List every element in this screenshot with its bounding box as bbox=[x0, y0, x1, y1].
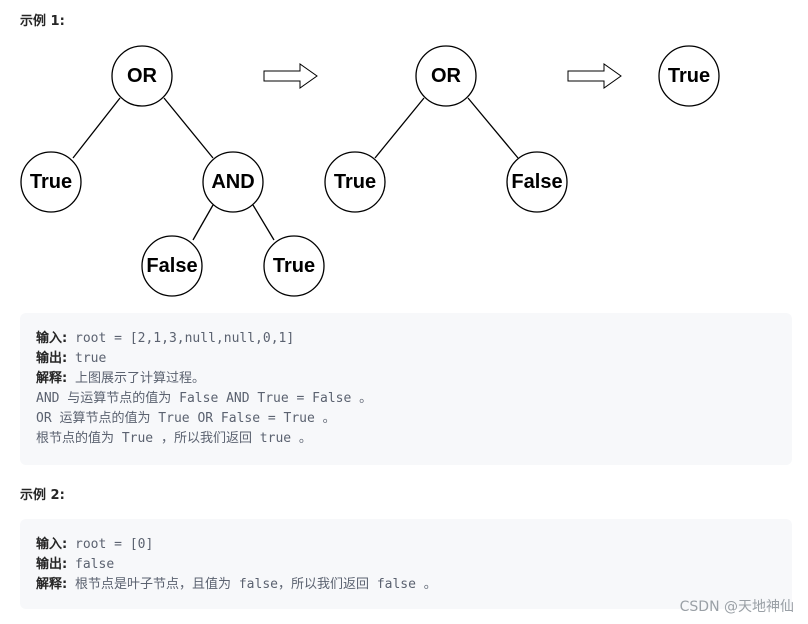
output-line: 输出: false bbox=[36, 555, 792, 575]
tree2-right-node: False bbox=[506, 151, 568, 213]
tree1-left-node: True bbox=[20, 151, 82, 213]
tree1-root-node: OR bbox=[111, 45, 173, 107]
example-1-code-block: 输入: root = [2,1,3,null,null,0,1] 输出: tru… bbox=[20, 313, 792, 465]
example-2-code-block: 输入: root = [0] 输出: false 解释: 根节点是叶子节点，且值… bbox=[20, 519, 792, 609]
explain-label: 解释: bbox=[36, 577, 68, 592]
explain-value: 上图展示了计算过程。 bbox=[67, 371, 206, 386]
explain-line: 解释: 上图展示了计算过程。 bbox=[36, 369, 792, 389]
tree2-root-node: OR bbox=[415, 45, 477, 107]
edge bbox=[374, 97, 425, 159]
input-line: 输入: root = [2,1,3,null,null,0,1] bbox=[36, 329, 792, 349]
explain-line-and: AND 与运算节点的值为 False AND True = False 。 bbox=[36, 391, 373, 406]
tree1-right-right-node: True bbox=[263, 235, 325, 297]
explain-line-or: OR 运算节点的值为 True OR False = True 。 bbox=[36, 411, 336, 426]
input-value: root = [2,1,3,null,null,0,1] bbox=[67, 331, 295, 346]
output-line: 输出: true bbox=[36, 349, 792, 369]
edge bbox=[72, 97, 121, 159]
input-value: root = [0] bbox=[67, 537, 154, 552]
output-value: false bbox=[67, 557, 115, 572]
edge bbox=[192, 204, 214, 241]
explain-label: 解释: bbox=[36, 371, 68, 386]
node-label: True bbox=[273, 255, 315, 277]
right-arrow-icon bbox=[567, 63, 622, 89]
tree3-root-node: True bbox=[658, 45, 720, 107]
input-line: 输入: root = [0] bbox=[36, 535, 792, 555]
edge bbox=[163, 97, 214, 159]
input-label: 输入: bbox=[36, 537, 68, 552]
explain-value: 根节点是叶子节点，且值为 false，所以我们返回 false 。 bbox=[67, 577, 437, 592]
example-2-heading: 示例 2: bbox=[20, 488, 65, 503]
tree-diagram: OR True AND False True OR True False Tru… bbox=[20, 45, 720, 297]
tree1-right-node: AND bbox=[202, 151, 264, 213]
input-label: 输入: bbox=[36, 331, 68, 346]
tree1-right-left-node: False bbox=[141, 235, 203, 297]
explain-line-root: 根节点的值为 True ，所以我们返回 true 。 bbox=[36, 431, 312, 446]
example-1-heading: 示例 1: bbox=[20, 14, 65, 29]
edge bbox=[467, 97, 519, 159]
output-label: 输出: bbox=[36, 351, 68, 366]
right-arrow-icon bbox=[263, 63, 318, 89]
node-label: True bbox=[668, 65, 710, 87]
output-value: true bbox=[67, 351, 107, 366]
watermark: CSDN @天地神仙 bbox=[679, 599, 794, 615]
node-label: True bbox=[334, 171, 376, 193]
node-label: False bbox=[511, 171, 562, 193]
node-label: True bbox=[30, 171, 72, 193]
node-label: False bbox=[146, 255, 197, 277]
node-label: OR bbox=[127, 65, 158, 87]
node-label: OR bbox=[431, 65, 462, 87]
output-label: 输出: bbox=[36, 557, 68, 572]
explain-line: 解释: 根节点是叶子节点，且值为 false，所以我们返回 false 。 bbox=[36, 575, 792, 595]
edge bbox=[252, 204, 275, 241]
node-label: AND bbox=[211, 171, 254, 193]
tree2-left-node: True bbox=[324, 151, 386, 213]
